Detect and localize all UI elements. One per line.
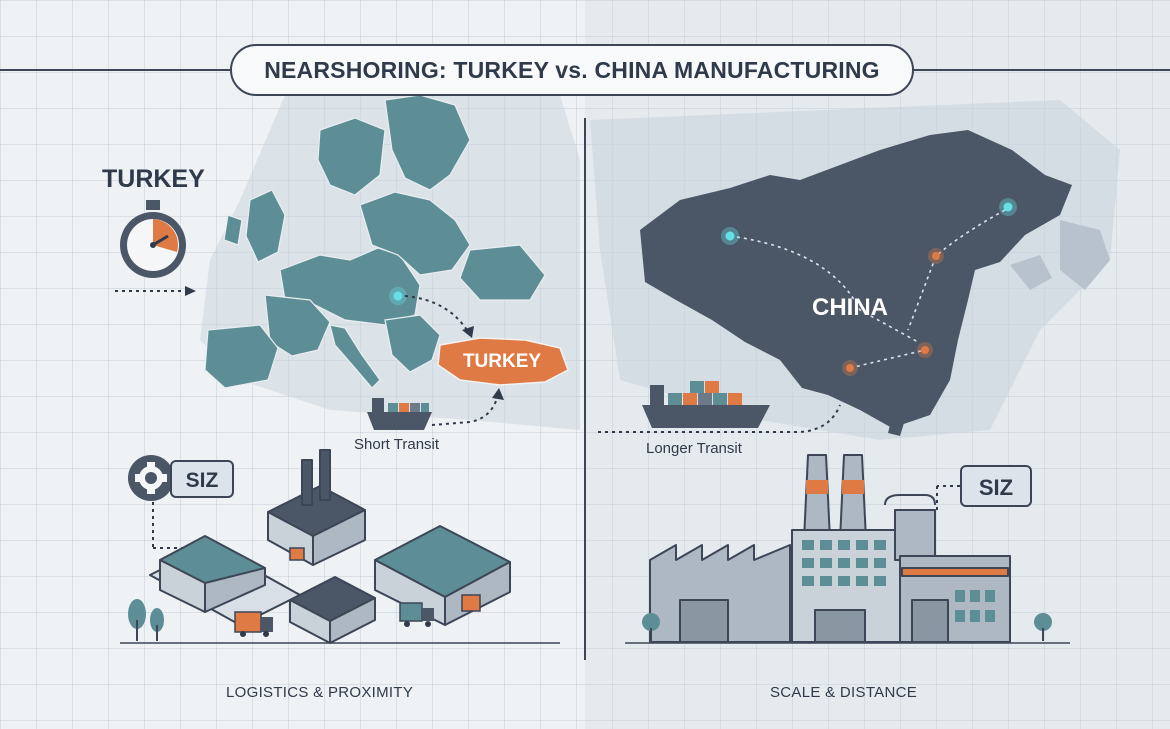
turkey-heading: TURKEY [102, 165, 205, 193]
crate-left [461, 594, 481, 612]
tree-icon-right-1 [642, 613, 660, 641]
turkey-map-shape [437, 337, 569, 386]
route-ship-china [598, 404, 841, 433]
route-europe-turkey [404, 295, 471, 336]
cargo-ship-icon-right [642, 381, 770, 428]
footer-logistics-proximity: LOGISTICS & PROXIMITY [226, 684, 414, 701]
short-transit-label: Short Transit [354, 436, 440, 453]
tree-icon-right-2 [1034, 613, 1052, 641]
longer-transit-label: Longer Transit [646, 440, 742, 457]
china-hub-points [721, 198, 1017, 376]
stopwatch-icon [120, 200, 186, 278]
footer-scale-distance: SCALE & DISTANCE [770, 684, 918, 701]
crate-left-small [289, 547, 305, 561]
turkey-map-label: TURKEY [462, 351, 542, 372]
tree-icon-left-1 [128, 599, 146, 641]
china-map-label: CHINA [812, 294, 888, 321]
china-map [640, 130, 1110, 436]
factory-icon-right [649, 454, 1011, 643]
china-routes [729, 209, 1006, 369]
truck-icon-left-2 [399, 602, 434, 627]
truck-icon-left-1 [234, 611, 273, 637]
factory-windows [802, 540, 995, 622]
cargo-ship-icon-left [367, 398, 432, 430]
siz-badge-right: SIZ [960, 465, 1032, 507]
arrow-right-icon [115, 286, 196, 296]
siz-badge-left: SIZ [170, 460, 234, 498]
tree-icon-left-2 [150, 608, 164, 641]
gear-icon [128, 455, 174, 501]
europe-map [204, 94, 546, 389]
page-title: NEARSHORING: TURKEY vs. CHINA MANUFACTUR… [230, 44, 914, 96]
